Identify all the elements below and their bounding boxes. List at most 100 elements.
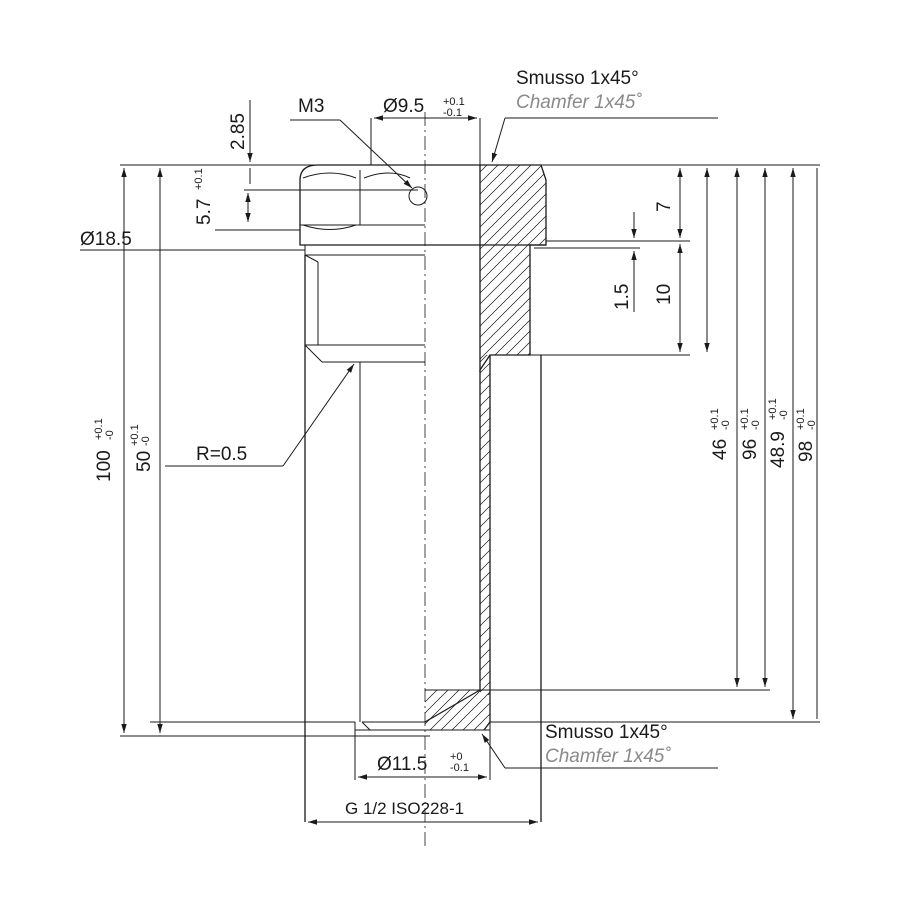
hatch-line — [370, 685, 420, 735]
hatch-line — [593, 350, 900, 700]
hatch-line — [468, 690, 490, 730]
hatch-line — [758, 350, 900, 700]
dim-dia-9-5: Ø9.5 — [383, 96, 424, 117]
dim-98-tol-lower: -0 — [806, 420, 818, 430]
hatch-line — [480, 165, 546, 370]
hatch-line — [657, 160, 877, 380]
hatch-line — [479, 690, 490, 730]
dim-dia-9-5-tol-lower: -0.1 — [443, 107, 462, 119]
hatch-line — [690, 160, 900, 380]
hatch-line — [626, 350, 900, 700]
hatch-line — [480, 165, 546, 370]
dim-98: 98 — [796, 441, 817, 462]
hatch-line — [681, 350, 900, 700]
hatch-line — [494, 350, 844, 700]
hatch-line — [480, 450, 490, 462]
m3-label: M3 — [298, 96, 324, 117]
dim-48-9-tol-upper: +0.1 — [767, 398, 779, 420]
hatch-line — [723, 160, 900, 380]
hatch-line — [668, 160, 888, 380]
hatch-line — [659, 350, 900, 700]
dim-dia-11-5-tol-upper: +0 — [450, 751, 463, 763]
section-hatching — [370, 160, 900, 735]
hatch-line — [480, 362, 490, 374]
hatch-line — [480, 472, 490, 484]
dim-50-tol-lower: -0 — [140, 436, 152, 446]
hatch-line — [480, 165, 526, 370]
dim-dia-11-5-tol-lower: -0.1 — [450, 762, 469, 774]
hatch-line — [549, 350, 899, 700]
hatch-line — [425, 690, 454, 730]
hatch-line — [480, 483, 490, 495]
dim-50: 50 — [134, 451, 155, 472]
hatch-line — [480, 604, 490, 616]
hatch-line — [425, 690, 432, 730]
thread-g-label: G 1/2 ISO228-1 — [345, 799, 464, 818]
dimension-lines — [80, 100, 820, 825]
hatch-line — [547, 160, 767, 380]
hatch-line — [505, 350, 855, 700]
hatch-line — [558, 160, 778, 380]
hatch-line — [824, 350, 900, 700]
hex-head-outline — [299, 164, 547, 246]
hatch-line — [425, 690, 476, 730]
hatch-line — [446, 690, 490, 730]
dim-100-tol-upper: +0.1 — [93, 418, 105, 440]
hatch-line — [613, 160, 833, 380]
dim-10: 10 — [654, 284, 675, 305]
dim-100-tol-lower: -0 — [104, 430, 116, 440]
hatch-line — [480, 165, 482, 370]
hatch-line — [703, 350, 900, 700]
hatch-line — [480, 593, 490, 605]
hatch-line — [604, 350, 900, 700]
labels: Smusso 1x45° Chamfer 1x45˚ M3 Ø9.5 +0.1 … — [80, 68, 818, 818]
hatch-line — [480, 615, 490, 627]
hatch-line — [679, 160, 899, 380]
dim-1-5: 1.5 — [612, 284, 633, 310]
hatch-line — [736, 350, 900, 700]
hatch-line — [582, 350, 900, 700]
hatch-line — [480, 165, 546, 370]
chamfer-bottom-label-it: Smusso 1x45° — [545, 722, 668, 743]
hatch-line — [480, 165, 546, 370]
hatch-line — [692, 350, 900, 700]
dim-dia-18-5: Ø18.5 — [80, 229, 132, 250]
hatch-line — [602, 160, 822, 380]
hatch-line — [780, 350, 900, 700]
hatch-line — [846, 350, 900, 700]
hatch-line — [769, 350, 900, 700]
hatch-line — [480, 494, 490, 506]
hatch-line — [516, 350, 866, 700]
hatch-line — [425, 690, 465, 730]
hatch-line — [513, 165, 546, 370]
hatch-line — [624, 160, 844, 380]
hatch-line — [767, 160, 900, 380]
hatch-line — [813, 350, 900, 700]
hatch-line — [480, 549, 490, 561]
hatch-line — [591, 160, 811, 380]
hatch-line — [480, 626, 490, 638]
hatch-line — [560, 350, 900, 700]
m3-hole — [408, 186, 428, 206]
dim-96-tol-upper: +0.1 — [739, 408, 751, 430]
hatch-line — [480, 165, 537, 370]
hatch-line — [480, 439, 490, 451]
hatch-line — [480, 165, 546, 370]
hatch-line — [538, 350, 888, 700]
radius-label: R=0.5 — [196, 444, 247, 465]
hatch-line — [524, 165, 546, 370]
hatch-line — [457, 690, 490, 730]
hatch-line — [480, 560, 490, 572]
hatch-line — [571, 350, 900, 700]
dim-2-85: 2.85 — [228, 113, 249, 150]
hatch-line — [480, 355, 488, 363]
hatch-line — [480, 384, 490, 396]
dim-96: 96 — [740, 439, 761, 460]
hatch-line — [480, 582, 490, 594]
dim-46-tol-upper: +0.1 — [709, 408, 721, 430]
hatch-line — [480, 165, 546, 370]
hatch-line — [835, 350, 900, 700]
dim-48-9: 48.9 — [768, 431, 789, 468]
hatch-line — [615, 350, 900, 700]
hatch-line — [480, 637, 490, 649]
